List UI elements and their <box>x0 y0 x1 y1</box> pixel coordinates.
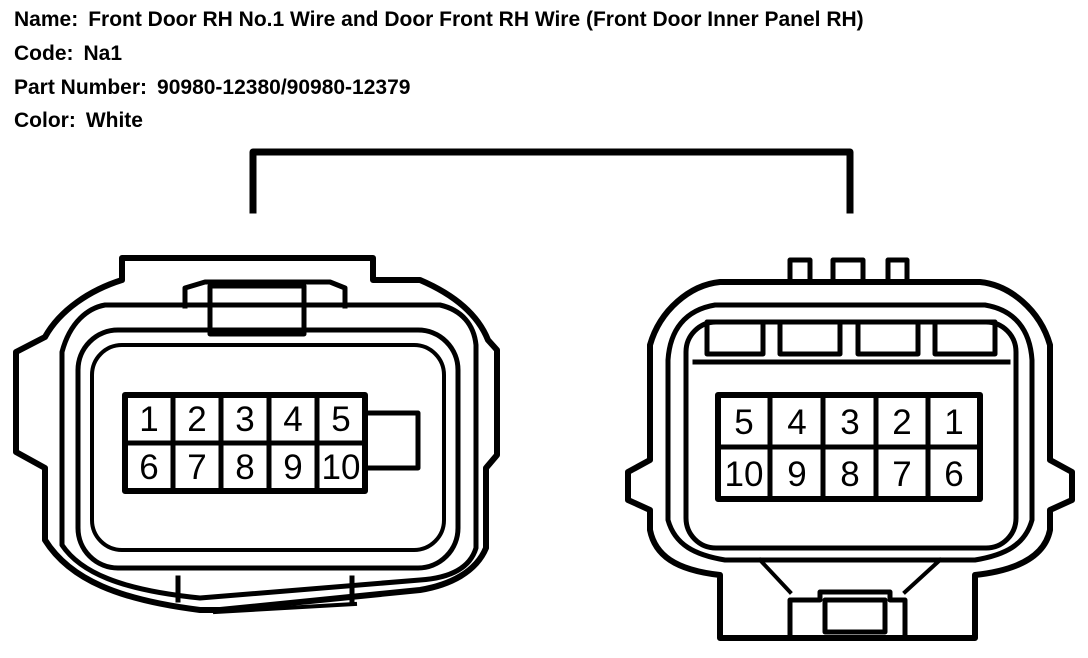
left-connector <box>13 255 500 615</box>
part-number: 90980-12380/90980-12379 <box>157 76 411 99</box>
connector-name: Front Door RH No.1 Wire and Door Front R… <box>88 8 864 31</box>
part-number-row: Part Number: 90980-12380/90980-12379 <box>14 76 410 100</box>
code-label: Code: <box>14 42 74 65</box>
left-pin-label: 4 <box>283 400 302 439</box>
right-lock-arms <box>757 557 943 595</box>
right-inner-shell <box>665 302 1035 563</box>
right-outer-body <box>625 279 1075 641</box>
right-bottom-lock <box>787 589 908 641</box>
right-pin-label: 9 <box>787 455 806 494</box>
right-cavity <box>683 319 1019 551</box>
right-pin-label: 1 <box>944 403 963 442</box>
right-slot-3 <box>855 319 921 357</box>
connector-color: White <box>85 109 143 132</box>
right-pin-label: 10 <box>725 455 764 494</box>
left-pin-label: 3 <box>235 400 254 439</box>
right-top-bumps <box>787 257 910 285</box>
right-lock-tab <box>822 597 888 635</box>
left-pin-label: 6 <box>139 448 158 487</box>
left-pin-label: 8 <box>235 448 254 487</box>
left-pin-label: 7 <box>187 448 206 487</box>
left-cavity-inner <box>90 343 446 552</box>
right-pin-label: 4 <box>787 403 806 442</box>
code-row: Code: Na1 <box>14 42 122 66</box>
right-pin-label: 2 <box>892 403 911 442</box>
left-pin-label: 1 <box>139 400 158 439</box>
left-latch-tab <box>207 283 307 337</box>
right-pin-label: 7 <box>892 455 911 494</box>
name-row: Name: Front Door RH No.1 Wire and Door Fr… <box>14 8 864 32</box>
left-inner-shell <box>59 302 479 601</box>
left-outer-body <box>13 255 500 613</box>
name-label: Name: <box>14 8 79 31</box>
mating-bracket <box>249 148 854 214</box>
left-cavity-outer <box>75 327 461 571</box>
right-pin-label: 8 <box>840 455 859 494</box>
right-slot-4 <box>932 319 998 357</box>
color-label: Color: <box>14 109 76 132</box>
left-top-latch <box>182 279 348 309</box>
left-pin-label: 10 <box>322 448 361 487</box>
right-slot-2 <box>777 319 843 357</box>
left-bottom-rib <box>212 601 358 615</box>
left-pin-label: 5 <box>331 400 350 439</box>
right-connector <box>625 257 1075 641</box>
right-pin-label: 3 <box>840 403 859 442</box>
right-slot-1 <box>704 319 766 357</box>
left-bottom-notch <box>175 575 355 603</box>
connector-code: Na1 <box>83 42 123 65</box>
left-pin-label: 9 <box>283 448 302 487</box>
part-number-label: Part Number: <box>14 76 148 99</box>
right-pin-label: 5 <box>734 403 753 442</box>
color-row: Color: White <box>14 109 143 133</box>
right-pin-label: 6 <box>944 455 963 494</box>
left-side-key <box>362 410 421 471</box>
left-pin-label: 2 <box>187 400 206 439</box>
